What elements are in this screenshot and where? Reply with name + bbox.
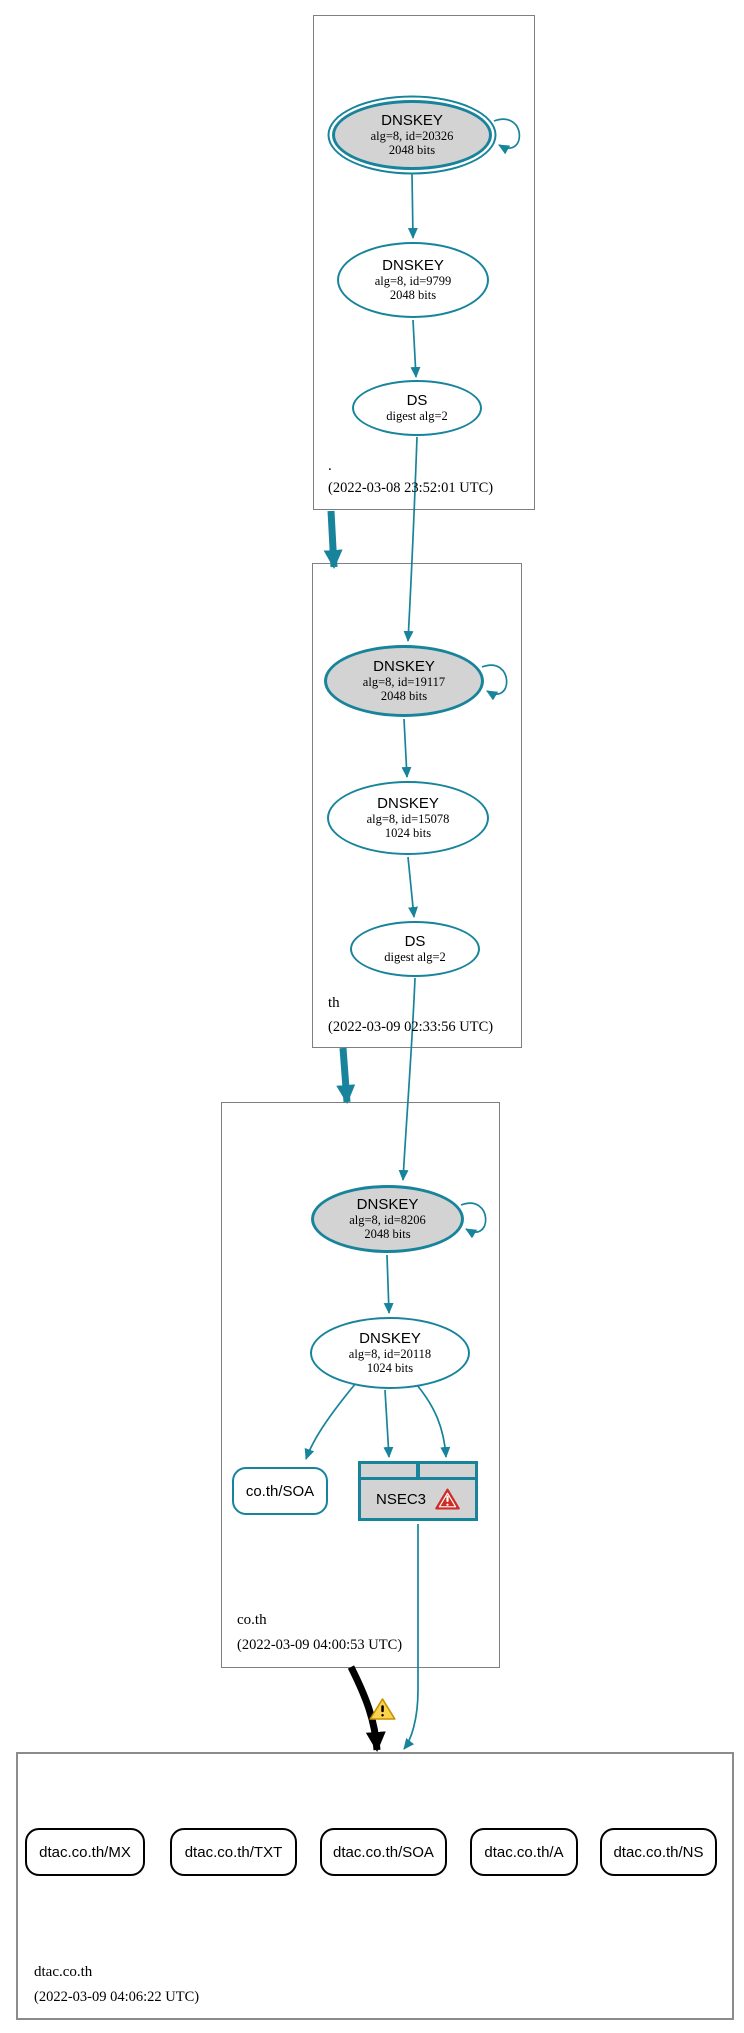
dnskey-node-th-ksk[interactable]: DNSKEY alg=8, id=19117 2048 bits: [324, 645, 484, 717]
zone-timestamp-coth: (2022-03-09 04:00:53 UTC): [237, 1637, 403, 1653]
zone-box-dtac: [16, 1752, 734, 2020]
dnskey-title: DNSKEY: [373, 657, 435, 675]
rrset-node-coth-soa[interactable]: co.th/SOA: [232, 1467, 328, 1515]
dnskey-alg-id: alg=8, id=9799: [374, 274, 452, 289]
ds-node-th[interactable]: DS digest alg=2: [350, 921, 480, 977]
dnskey-node-coth-zsk[interactable]: DNSKEY alg=8, id=20118 1024 bits: [310, 1317, 470, 1389]
dnskey-title: DNSKEY: [381, 111, 443, 129]
rrset-node-dtac-mx[interactable]: dtac.co.th/MX: [25, 1828, 145, 1876]
dnskey-alg-id: alg=8, id=20326: [370, 129, 454, 144]
nsec3-node[interactable]: NSEC3: [358, 1461, 478, 1521]
nsec3-cell: [420, 1464, 475, 1477]
dnskey-bits: 2048 bits: [388, 143, 436, 158]
rrset-label: dtac.co.th/NS: [613, 1843, 704, 1861]
ds-title: DS: [406, 391, 428, 409]
rrset-label: co.th/SOA: [245, 1482, 315, 1500]
edge-th-to-coth-delegation: [336, 1047, 356, 1104]
rrset-node-dtac-ns[interactable]: dtac.co.th/NS: [600, 1828, 717, 1876]
ds-digest: digest alg=2: [384, 950, 446, 965]
zone-name-coth: co.th: [237, 1612, 267, 1628]
zone-timestamp-dtac: (2022-03-09 04:06:22 UTC): [34, 1989, 200, 2005]
rrset-label: dtac.co.th/TXT: [184, 1843, 283, 1861]
rrset-label: dtac.co.th/SOA: [333, 1843, 434, 1861]
edge-root-to-th-delegation: [323, 510, 343, 569]
nsec3-header-cells: [361, 1464, 475, 1477]
nsec3-label: NSEC3: [375, 1490, 427, 1508]
nsec3-body: NSEC3: [361, 1480, 475, 1518]
zone-box-root: [313, 15, 535, 510]
zone-name-dtac: dtac.co.th: [34, 1964, 93, 1980]
zone-timestamp-th: (2022-03-09 02:33:56 UTC): [328, 1019, 494, 1035]
dnskey-title: DNSKEY: [382, 256, 444, 274]
dnskey-bits: 1024 bits: [384, 826, 432, 841]
dnskey-alg-id: alg=8, id=8206: [349, 1213, 426, 1228]
rrset-label: dtac.co.th/MX: [39, 1843, 131, 1861]
dnskey-title: DNSKEY: [377, 794, 439, 812]
dnskey-bits: 2048 bits: [364, 1227, 411, 1242]
zone-name-root: .: [328, 458, 332, 474]
rrset-label: dtac.co.th/A: [484, 1843, 564, 1861]
ds-title: DS: [404, 932, 426, 950]
ds-digest: digest alg=2: [386, 409, 448, 424]
dnskey-alg-id: alg=8, id=19117: [362, 675, 446, 690]
dnskey-bits: 1024 bits: [366, 1361, 414, 1376]
rrset-node-dtac-txt[interactable]: dtac.co.th/TXT: [170, 1828, 297, 1876]
rrset-node-dtac-a[interactable]: dtac.co.th/A: [470, 1828, 578, 1876]
dnskey-bits: 2048 bits: [380, 689, 428, 704]
dnskey-node-th-zsk[interactable]: DNSKEY alg=8, id=15078 1024 bits: [327, 781, 489, 855]
dnskey-title: DNSKEY: [359, 1329, 421, 1347]
dnskey-bits: 2048 bits: [389, 288, 437, 303]
warning-icon: [369, 1697, 396, 1721]
dnskey-title: DNSKEY: [356, 1195, 419, 1213]
nsec3-cell: [361, 1464, 416, 1477]
rrset-node-dtac-soa[interactable]: dtac.co.th/SOA: [320, 1828, 447, 1876]
zone-name-th: th: [328, 995, 340, 1011]
zone-timestamp-root: (2022-03-08 23:52:01 UTC): [328, 480, 494, 496]
dnskey-node-root-ksk[interactable]: DNSKEY alg=8, id=20326 2048 bits: [332, 100, 492, 170]
dnskey-alg-id: alg=8, id=15078: [366, 812, 450, 827]
error-icon: [435, 1488, 460, 1510]
ds-node-root[interactable]: DS digest alg=2: [352, 380, 482, 436]
dnskey-alg-id: alg=8, id=20118: [348, 1347, 432, 1362]
dnskey-node-coth-ksk[interactable]: DNSKEY alg=8, id=8206 2048 bits: [311, 1185, 464, 1253]
dnskey-node-root-zsk[interactable]: DNSKEY alg=8, id=9799 2048 bits: [337, 242, 489, 318]
